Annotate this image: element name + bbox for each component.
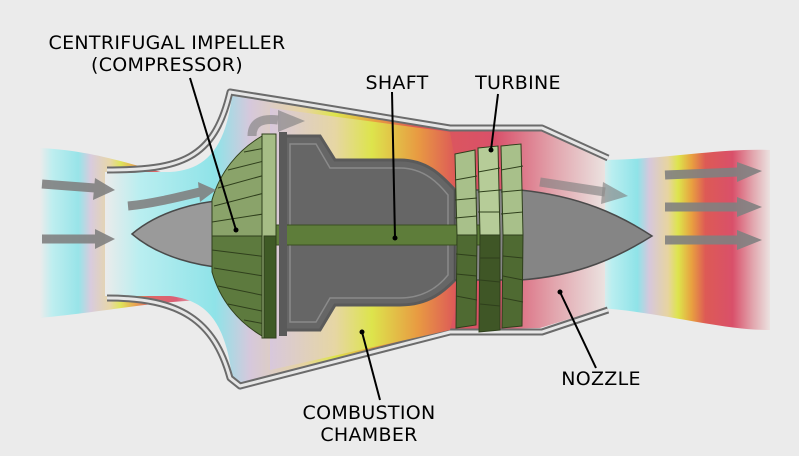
combustion-label: COMBUSTION CHAMBER [278,402,460,446]
combustion-label-line2: CHAMBER [320,424,418,446]
leader-lines [189,77,597,401]
impeller-label-line1: CENTRIFUGAL IMPELLER [48,32,286,54]
centrifugal-impeller [211,133,277,339]
nozzle-label: NOZZLE [561,368,641,390]
combustion-label-line1: COMBUSTION [302,402,436,424]
impeller-label-line2: (COMPRESSOR) [91,54,243,76]
turbine-blades [454,143,524,333]
shaft-label: SHAFT [365,72,429,94]
impeller-label: CENTRIFUGAL IMPELLER (COMPRESSOR) [22,32,312,76]
flow-arrows [41,110,762,250]
turbine-label: TURBINE [475,72,561,94]
